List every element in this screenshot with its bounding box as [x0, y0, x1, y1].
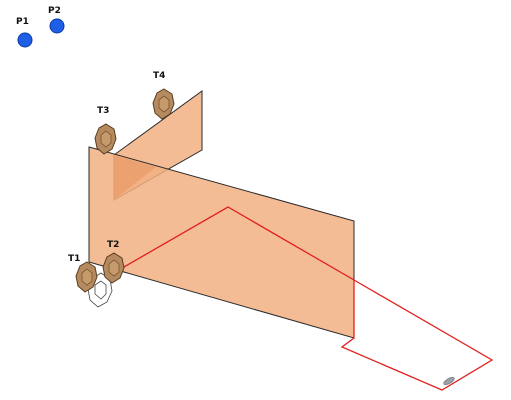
target-label: T4 [153, 71, 165, 81]
target-t2[interactable]: T2 [102, 240, 125, 284]
target-t1[interactable]: T1 [68, 254, 113, 308]
target-inner [100, 130, 112, 148]
walls-group [88, 90, 355, 339]
player-label: P2 [48, 6, 61, 16]
target-inner [108, 259, 120, 277]
target-label: T2 [107, 240, 119, 250]
target-inner [81, 268, 93, 286]
target-t3[interactable]: T3 [94, 106, 117, 155]
target-label: T3 [97, 106, 109, 116]
player-p2[interactable]: P2 [48, 6, 65, 34]
player-dot[interactable] [49, 18, 65, 34]
wall-overlap-shadow [114, 155, 156, 200]
player-p1[interactable]: P1 [16, 17, 33, 48]
route-path[interactable] [116, 206, 494, 391]
target-inner [158, 95, 170, 113]
route-end-marker[interactable] [443, 376, 456, 386]
player-label: P1 [16, 17, 29, 27]
target-t4[interactable]: T4 [152, 71, 175, 120]
target-label: T1 [68, 254, 80, 264]
target-highlight-inner [94, 280, 107, 300]
player-dot[interactable] [17, 32, 33, 48]
